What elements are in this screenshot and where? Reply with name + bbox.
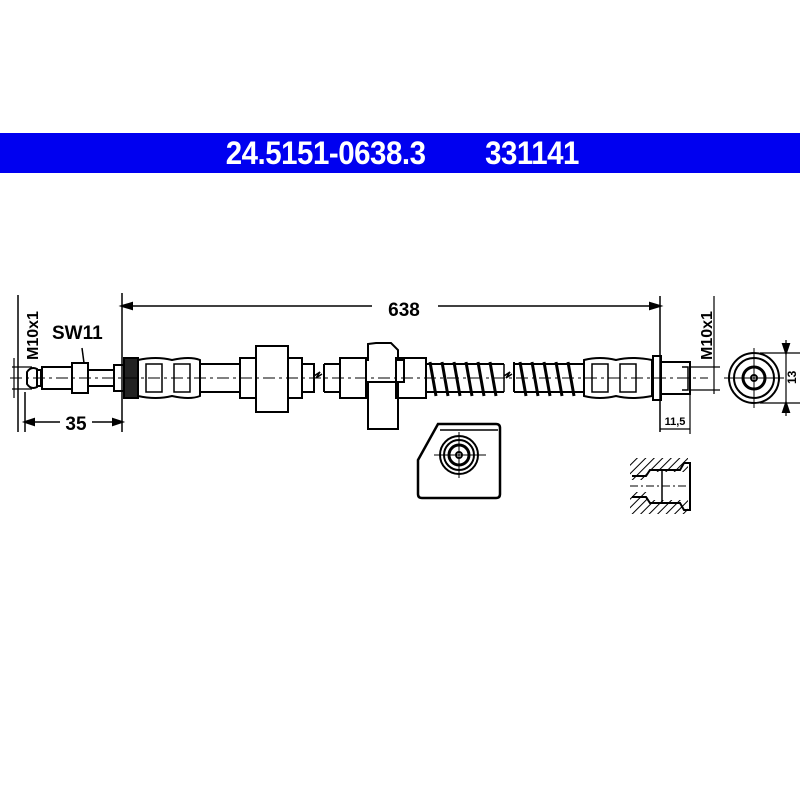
reference-number: 331141 (484, 134, 579, 171)
overall-length-label: 638 (388, 300, 420, 321)
left-thread-label: M10x1 (25, 311, 42, 360)
port-section-view (630, 458, 692, 514)
hose-grommet (239, 345, 315, 413)
right-thread-label: M10x1 (699, 311, 716, 360)
left-fitting-dimension (21, 392, 126, 432)
hose-bracket (339, 342, 427, 430)
bracket-detail-view (416, 422, 502, 500)
right-thread-dimension (690, 296, 720, 394)
outer-diameter-label: 13 (785, 370, 799, 384)
right-fitting-length-label: 11,5 (665, 416, 686, 428)
spring-guard-1 (426, 361, 504, 397)
spring-guard-2 (514, 361, 584, 397)
title-banner: 24.5151-0638.3 331141 (0, 133, 800, 173)
overall-length-dimension (118, 293, 664, 432)
end-view (724, 340, 800, 416)
part-number: 24.5151-0638.3 (226, 134, 426, 171)
left-crimp-sleeve (137, 357, 201, 399)
left-fitting-length-label: 35 (65, 414, 87, 435)
right-fitting-length-dimension (660, 394, 691, 434)
wrench-size-label: SW11 (52, 323, 103, 344)
